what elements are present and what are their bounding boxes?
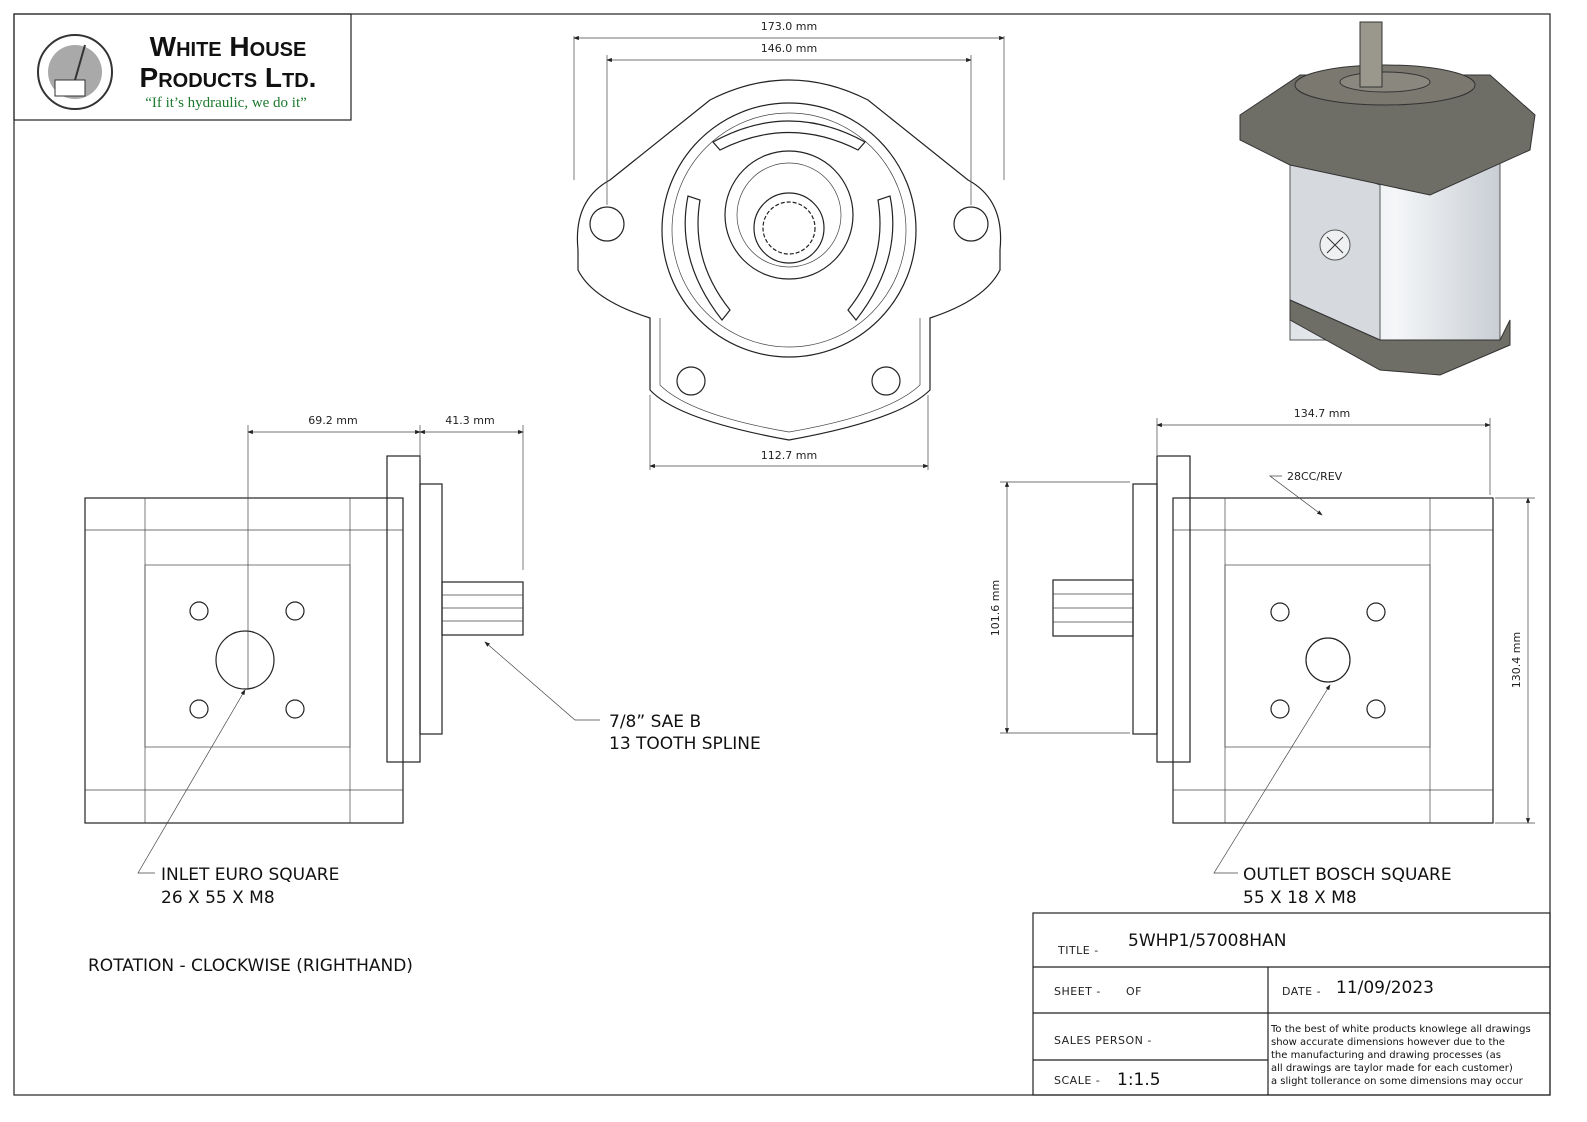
left-side-view: 69.2 mm 41.3 mm 7/8” SAE B 13 TOOTH SPLI…: [84, 414, 761, 908]
title-label: TITLE -: [1057, 944, 1099, 957]
dim-shaft-length: 41.3 mm: [445, 414, 494, 427]
displacement-note: 28CC/REV: [1287, 470, 1343, 483]
title-value: 5WHP1/57008HAN: [1128, 931, 1286, 951]
shaft-note-line2: 13 TOOTH SPLINE: [609, 734, 761, 754]
sheet-border: [13, 13, 1551, 1096]
logo-company-line1: White House: [150, 31, 307, 62]
right-side-view: 134.7 mm 101.6 mm 130.4 mm 28CC/REV OUTL…: [989, 407, 1535, 908]
dim-port-offset: 69.2 mm: [308, 414, 357, 427]
shaft-note-line1: 7/8” SAE B: [609, 712, 701, 732]
dim-front-overall-width: 173.0 mm: [761, 20, 817, 33]
inlet-note-line1: INLET EURO SQUARE: [161, 865, 339, 885]
sales-person-label: SALES PERSON -: [1054, 1034, 1152, 1047]
sheet-of: OF: [1126, 985, 1142, 998]
disclaimer-line: all drawings are taylor made for each cu…: [1271, 1063, 1513, 1074]
outlet-note-line2: 55 X 18 X M8: [1243, 888, 1357, 908]
pump-3d-render: [1239, 21, 1536, 376]
dim-front-bottom-width: 112.7 mm: [761, 449, 817, 462]
disclaimer-line: To the best of white products knowlege a…: [1270, 1024, 1531, 1035]
dim-right-body-length: 134.7 mm: [1294, 407, 1350, 420]
sheet-label: SHEET -: [1054, 985, 1101, 998]
scale-label: SCALE -: [1054, 1074, 1100, 1087]
company-logo: White House Products Ltd. “If it’s hydra…: [13, 13, 352, 121]
rotation-note: ROTATION - CLOCKWISE (RIGHTHAND): [88, 956, 413, 976]
disclaimer-line: the manufacturing and drawing processes …: [1271, 1050, 1501, 1061]
outlet-note-line1: OUTLET BOSCH SQUARE: [1243, 865, 1452, 885]
front-view: 173.0 mm 146.0 mm 112.7 mm: [573, 20, 1005, 470]
dim-front-bolt-spacing: 146.0 mm: [761, 42, 817, 55]
inlet-note-line2: 26 X 55 X M8: [161, 888, 275, 908]
logo-tagline: “If it’s hydraulic, we do it”: [145, 95, 307, 111]
title-block: TITLE - 5WHP1/57008HAN SHEET - OF DATE -…: [1032, 912, 1551, 1096]
dim-right-flange-height: 101.6 mm: [989, 580, 1002, 636]
disclaimer-line: show accurate dimensions however due to …: [1271, 1037, 1505, 1048]
disclaimer-line: a slight tollerance on some dimensions m…: [1271, 1076, 1524, 1087]
date-value: 11/09/2023: [1336, 978, 1434, 998]
dim-right-body-height: 130.4 mm: [1510, 632, 1523, 688]
scale-value: 1:1.5: [1117, 1070, 1161, 1090]
date-label: DATE -: [1282, 985, 1321, 998]
logo-company-line2: Products Ltd.: [140, 62, 317, 93]
